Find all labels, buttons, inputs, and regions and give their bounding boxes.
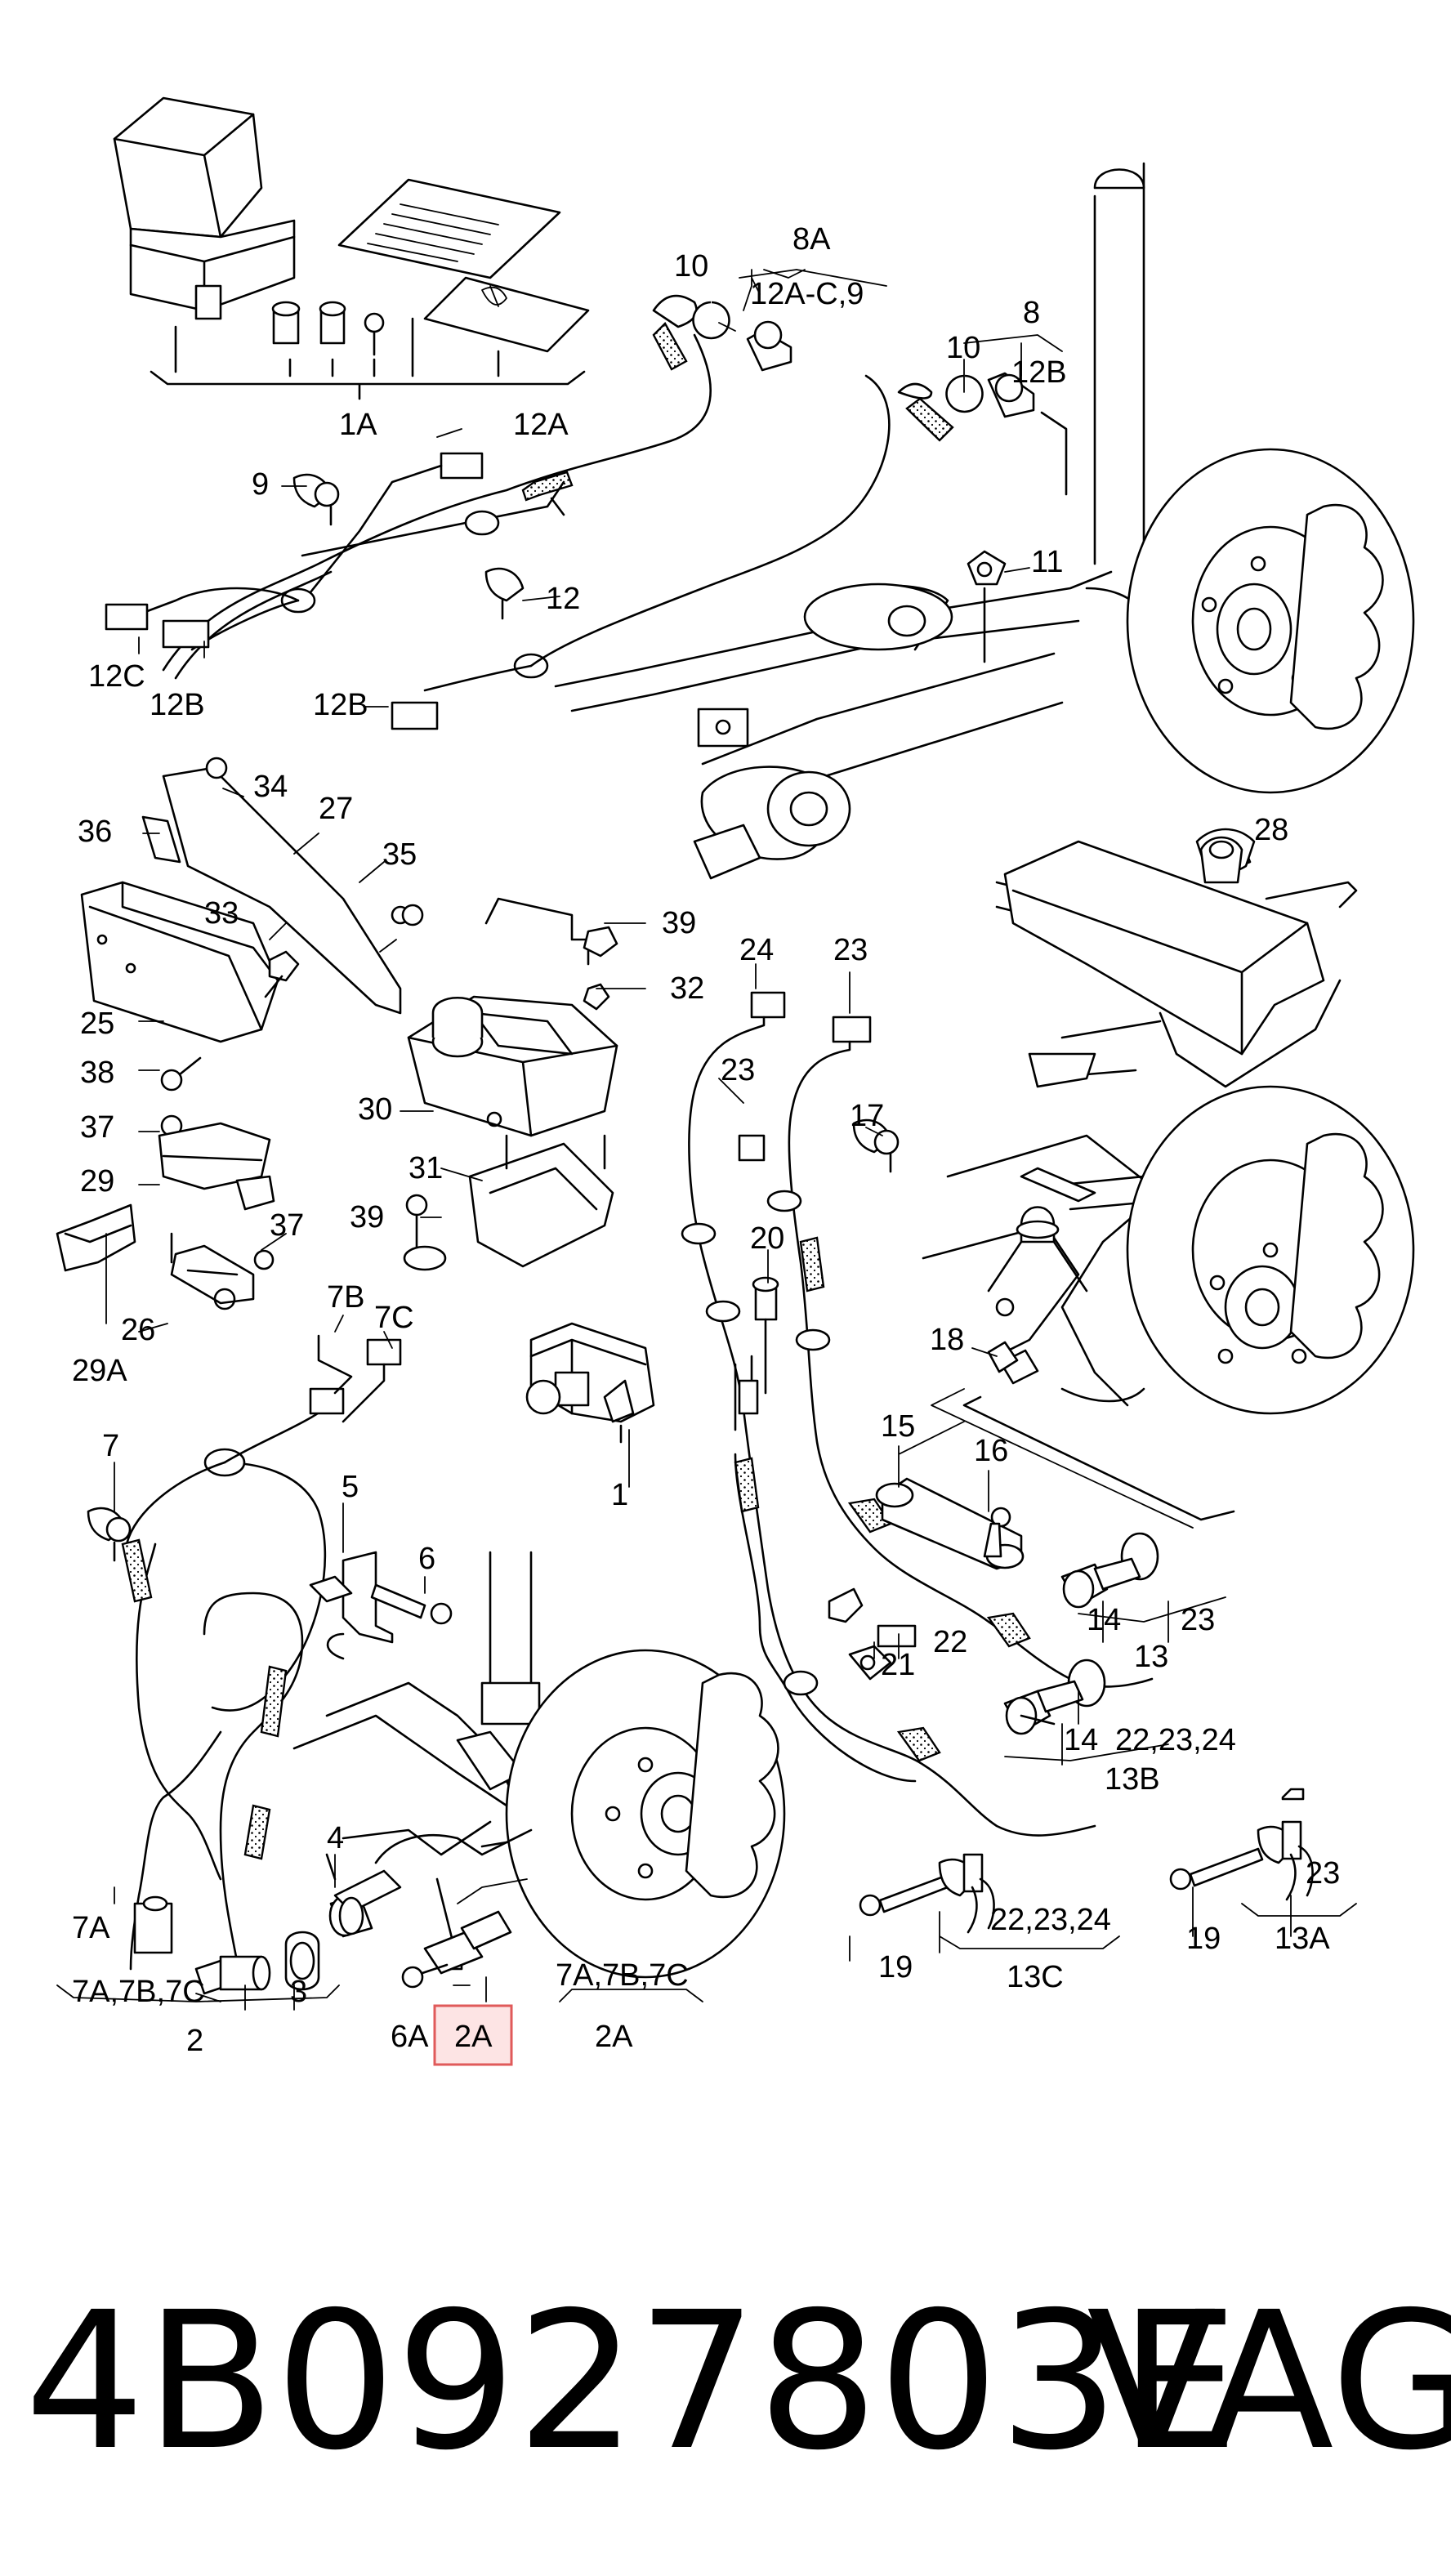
brand-name: VAG [1087,2271,1451,2492]
label-1A: 1A [339,408,377,442]
label-2A-highlighted: 2A [454,2020,493,2054]
label-25: 25 [80,1007,114,1041]
label-18: 18 [930,1323,964,1357]
label-28: 28 [1254,813,1288,847]
speed-sensor-group [859,1788,1314,1934]
label-27: 27 [319,792,353,826]
label-35: 35 [382,837,417,872]
label-29A: 29A [72,1354,127,1388]
label-13B: 13B [1105,1762,1160,1797]
hydraulic-unit-group [403,897,655,1444]
label-11: 11 [1031,545,1063,579]
label-17: 17 [850,1099,884,1133]
label-12C: 12C [88,659,145,694]
label-37: 37 [270,1208,304,1243]
label-12: 12 [546,582,580,616]
label-19: 19 [1186,1922,1221,1956]
control-module-group [56,757,424,1310]
label-8A: 8A [792,222,831,257]
callout-labels: 1A 8A 10 12A-C,9 8 10 12B 12A 9 12 11 12… [72,222,1340,2058]
label-22-23-24: 22,23,24 [990,1903,1111,1937]
drive-shaft-group [1199,836,1358,909]
label-22-23-24: 22,23,24 [1115,1723,1236,1757]
label-37: 37 [80,1110,114,1145]
label-12B: 12B [150,688,205,722]
label-30: 30 [358,1092,392,1127]
leader-lines [56,269,1357,2011]
label-7B: 7B [327,1280,364,1315]
label-13A: 13A [1275,1922,1330,1956]
label-26: 26 [121,1313,155,1347]
label-21: 21 [881,1648,915,1682]
label-20: 20 [750,1221,784,1256]
label-14: 14 [1087,1603,1121,1637]
label-8: 8 [1023,296,1040,330]
label-5: 5 [342,1470,359,1504]
label-32: 32 [670,971,704,1006]
label-39: 39 [350,1200,384,1234]
label-6A: 6A [391,2020,429,2054]
label-38: 38 [80,1056,114,1090]
label-33: 33 [204,896,239,931]
label-23: 23 [1181,1603,1215,1637]
label-36: 36 [78,815,112,849]
highlight-box [433,2004,513,2066]
label-10: 10 [946,331,980,365]
label-39: 39 [662,906,696,940]
label-23: 23 [1306,1856,1340,1891]
label-4: 4 [327,1821,344,1855]
label-7: 7 [102,1429,119,1463]
rear-axle-assembly [554,162,1415,880]
label-10: 10 [674,249,708,283]
label-16: 16 [974,1434,1008,1468]
label-7A: 7A [72,1911,110,1945]
label-19: 19 [878,1950,913,1984]
label-13: 13 [1134,1640,1168,1674]
front-sensor-wiring [681,828,1415,1837]
label-12A-C9: 12A-C,9 [750,277,864,311]
label-14: 14 [1064,1723,1098,1757]
label-29: 29 [80,1164,114,1199]
label-23: 23 [833,933,868,967]
label-22: 22 [933,1625,967,1659]
label-24: 24 [739,933,774,967]
label-31: 31 [409,1151,443,1185]
label-12A: 12A [513,408,569,442]
label-7A-7B-7C: 7A,7B,7C [72,1975,205,2009]
label-23: 23 [721,1053,755,1087]
label-3: 3 [290,1975,307,2009]
label-13C: 13C [1007,1960,1064,1994]
label-9: 9 [252,467,269,502]
control-unit-kit [113,96,590,400]
rear-sensor-wiring [105,294,1068,730]
front-hub-group [292,1551,786,1989]
part-number: 4B0927803E [25,2271,1239,2492]
label-7A-7B-7C: 7A,7B,7C [556,1958,689,1993]
label-34: 34 [253,770,288,804]
label-12B: 12B [313,688,368,722]
label-15: 15 [881,1409,915,1444]
label-2A: 2A [595,2020,633,2054]
label-2: 2 [186,2024,203,2058]
label-1: 1 [611,1478,628,1512]
label-6: 6 [418,1542,435,1576]
label-12B: 12B [1011,355,1067,390]
label-7C: 7C [374,1301,414,1335]
